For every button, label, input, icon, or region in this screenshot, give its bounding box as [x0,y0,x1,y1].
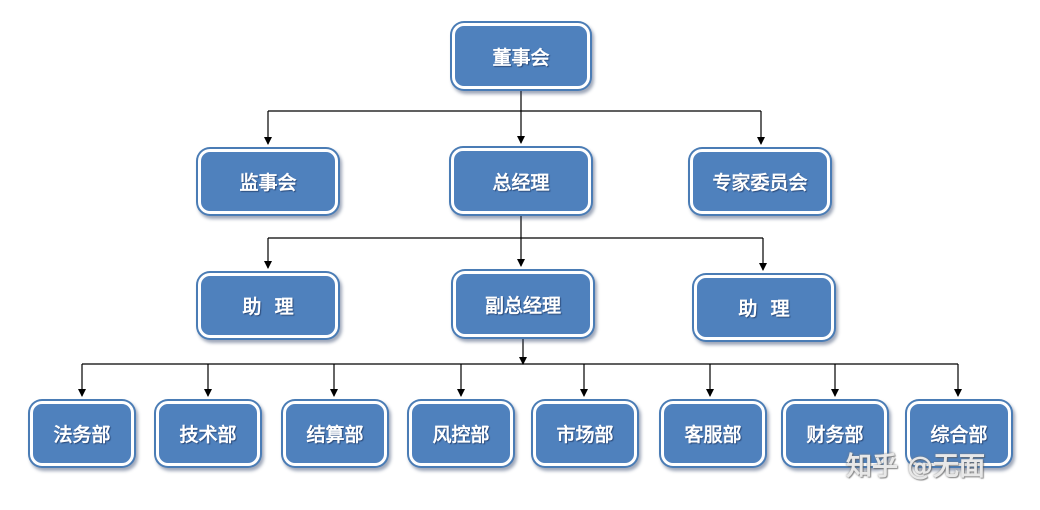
node-board: 董事会 [452,23,590,89]
node-dept-risk-control: 风控部 [409,401,513,466]
node-dept-customer-service-label: 客服部 [684,424,742,446]
node-dept-finance: 财务部 [783,401,887,466]
node-assistant-left: 助 理 [198,273,338,338]
node-assistant-left-label: 助 理 [242,296,294,318]
node-general-manager-label: 总经理 [492,171,550,194]
node-deputy-general-manager-label: 副总经理 [484,294,561,317]
node-general-manager: 总经理 [451,148,591,214]
node-expert-committee-label: 专家委员会 [712,172,808,194]
node-dept-legal-label: 法务部 [53,424,111,446]
node-supervisory-board-label: 监事会 [239,172,297,194]
node-assistant-right-label: 助 理 [738,298,790,320]
node-dept-general-affairs-label: 综合部 [930,424,988,446]
node-expert-committee: 专家委员会 [690,149,830,214]
node-assistant-right: 助 理 [694,275,834,340]
node-dept-general-affairs: 综合部 [907,401,1011,466]
watermark: 知乎 @无面 [846,452,986,482]
node-dept-risk-control-label: 风控部 [432,424,490,446]
node-dept-technology: 技术部 [156,401,260,466]
node-dept-customer-service: 客服部 [661,401,765,466]
node-dept-finance-label: 财务部 [806,424,864,446]
node-dept-settlement: 结算部 [283,401,387,466]
node-deputy-general-manager: 副总经理 [453,271,593,337]
node-supervisory-board: 监事会 [198,149,338,214]
node-dept-legal: 法务部 [30,401,134,466]
node-dept-marketing: 市场部 [533,401,637,466]
node-dept-settlement-label: 结算部 [306,424,364,446]
node-dept-marketing-label: 市场部 [556,424,614,446]
node-board-label: 董事会 [492,46,550,69]
node-dept-technology-label: 技术部 [179,424,237,446]
